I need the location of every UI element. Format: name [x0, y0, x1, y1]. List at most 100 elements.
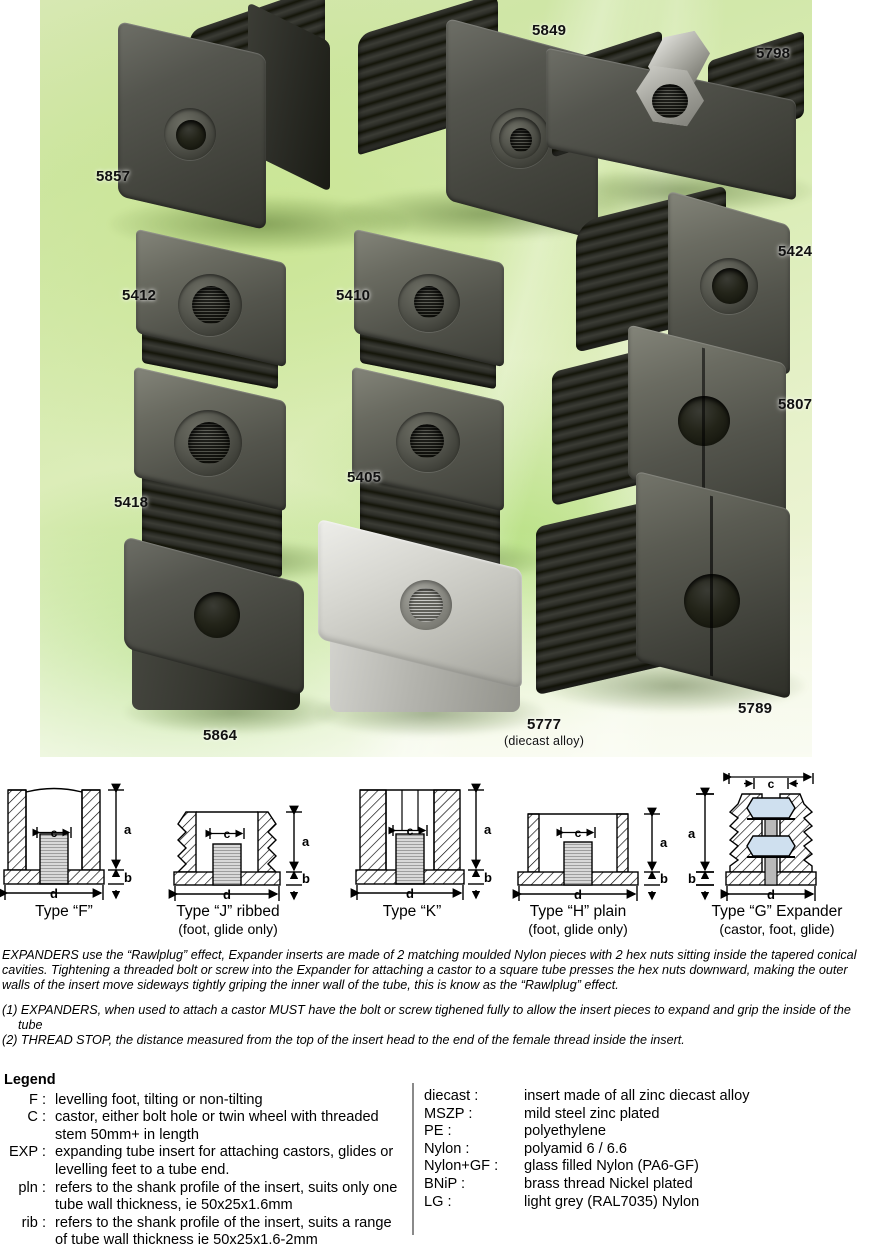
part-code-note: (diecast alloy)	[504, 734, 585, 748]
note-2-text: THREAD STOP, the distance measured from …	[20, 1033, 685, 1048]
part-code: 5410	[336, 287, 371, 304]
part-label-5857: 5857	[96, 168, 130, 185]
part-code: 5405	[347, 469, 382, 486]
svg-text:a: a	[660, 835, 668, 850]
diagram-type-h: c d a b	[512, 807, 668, 902]
legend-term: PE :	[424, 1123, 452, 1140]
product-5864	[118, 535, 328, 726]
part-code: 5418	[114, 494, 149, 511]
legend-definition: levelling foot, tilting or non-tilting	[55, 1091, 263, 1108]
product-5789	[536, 470, 806, 710]
svg-text:c: c	[51, 826, 58, 840]
product-5807	[552, 324, 802, 520]
svg-text:b: b	[484, 870, 492, 885]
legend-term: diecast :	[424, 1088, 479, 1104]
legend-item-c: C : castor, either bolt hole or twin whe…	[4, 1109, 404, 1144]
caption-text: Type “H” plain	[529, 903, 627, 920]
legend-definition: insert made of all zinc diecast alloy	[524, 1088, 750, 1104]
explanatory-notes: EXPANDERS use the “Rawlplug” effect, Exp…	[2, 948, 868, 1048]
legend-term: BNiP :	[424, 1175, 466, 1192]
part-label-5789: 5789	[738, 700, 772, 717]
legend-column-left: Legend F : levelling foot, tilting or no…	[4, 1072, 404, 1250]
legend-term: pln :	[18, 1179, 46, 1196]
legend-item-nylon-gf: Nylon+GF : glass filled Nylon (PA6-GF)	[424, 1158, 870, 1176]
svg-text:a: a	[302, 834, 310, 849]
legend-definition: refers to the shank profile of the inser…	[55, 1214, 392, 1249]
legend-item-bnip: BNiP : brass thread Nickel plated	[424, 1176, 870, 1194]
legend-item-diecast: diecast : insert made of all zinc diecas…	[424, 1088, 870, 1106]
caption-text: Type “K”	[382, 903, 442, 920]
caption-text: Type “G” Expander	[711, 903, 843, 920]
legend-item-exp: EXP : expanding tube insert for attachin…	[4, 1144, 404, 1179]
legend-definition: mild steel zinc plated	[524, 1105, 660, 1122]
diagram-type-j: c d a b	[168, 805, 310, 902]
svg-text:d: d	[223, 887, 231, 902]
part-label-5849: 5849	[532, 22, 566, 39]
svg-text:d: d	[50, 886, 58, 901]
legend-item-rib: rib : refers to the shank profile of the…	[4, 1215, 404, 1250]
svg-text:c: c	[224, 827, 231, 841]
product-5777	[312, 518, 552, 730]
svg-text:c: c	[407, 824, 414, 838]
svg-text:a: a	[484, 822, 492, 837]
part-code: 5857	[96, 168, 131, 185]
split-line	[710, 495, 713, 677]
svg-text:d: d	[574, 887, 582, 902]
part-code: 5807	[778, 396, 812, 413]
legend-term: EXP :	[8, 1144, 46, 1161]
svg-text:a: a	[124, 822, 132, 837]
legend-term: C :	[27, 1109, 46, 1126]
legend-term: LG :	[424, 1193, 452, 1210]
diagram-type-f: c d a b	[0, 783, 132, 901]
product-5418	[128, 366, 308, 578]
product-5849	[338, 0, 628, 241]
part-code: 5864	[203, 727, 238, 744]
part-label-5412: 5412	[122, 287, 156, 304]
note-1: (1) EXPANDERS, when used to attach a cas…	[2, 1003, 868, 1033]
technical-diagrams: c d a b	[0, 770, 870, 950]
legend-item-pln: pln : refers to the shank profile of the…	[4, 1180, 404, 1215]
legend-item-lg: LG : light grey (RAL7035) Nylon	[424, 1194, 870, 1212]
part-label-5864: 5864	[203, 727, 237, 744]
legend-item-pe: PE : polyethylene	[424, 1123, 870, 1141]
legend-definition: polyethylene	[524, 1123, 606, 1140]
caption-subtext: (foot, glide only)	[178, 921, 278, 937]
legend-title: Legend	[4, 1072, 56, 1088]
product-photograph: 5857 5849 5798 5412	[40, 0, 812, 757]
part-label-5405: 5405	[347, 469, 381, 486]
part-label-5807: 5807	[778, 396, 812, 413]
part-label-5798: 5798	[756, 45, 790, 62]
svg-text:b: b	[124, 870, 132, 885]
legend-definition: brass thread Nickel plated	[524, 1175, 693, 1192]
expanders-paragraph: EXPANDERS use the “Rawlplug” effect, Exp…	[2, 948, 857, 993]
svg-text:b: b	[660, 871, 668, 886]
part-label-5777: 5777 (diecast alloy)	[504, 716, 584, 748]
caption-subtext: (foot, glide only)	[528, 921, 628, 937]
part-label-5424: 5424	[778, 243, 812, 260]
part-code: 5789	[738, 700, 773, 717]
legend-column-right: diecast : insert made of all zinc diecas…	[424, 1088, 870, 1211]
legend-item-f: F : levelling foot, tilting or non-tilti…	[4, 1092, 404, 1110]
legend-term: Nylon+GF :	[424, 1158, 499, 1175]
diagram-type-g: c d a b	[688, 772, 817, 902]
legend-definition: glass filled Nylon (PA6-GF)	[524, 1158, 699, 1175]
split-line	[702, 347, 705, 495]
svg-text:b: b	[302, 871, 310, 886]
caption-text: Type “F”	[35, 903, 93, 920]
legend-term: F :	[28, 1091, 46, 1108]
note-2-number: (2)	[2, 1033, 18, 1048]
note-2: (2) THREAD STOP, the distance measured f…	[2, 1033, 868, 1048]
product-5410	[348, 228, 518, 390]
legend-item-nylon: Nylon : polyamid 6 / 6.6	[424, 1141, 870, 1159]
part-label-5410: 5410	[336, 287, 370, 304]
part-code: 5849	[532, 22, 567, 39]
product-5412	[130, 228, 300, 390]
legend-term: Nylon :	[424, 1140, 470, 1157]
svg-text:c: c	[768, 777, 775, 791]
legend-definition: light grey (RAL7035) Nylon	[524, 1193, 700, 1210]
part-label-5418: 5418	[114, 494, 148, 511]
legend-definition: refers to the shank profile of the inser…	[55, 1179, 398, 1214]
svg-text:d: d	[767, 887, 775, 902]
product-5405	[346, 366, 526, 578]
part-code: 5798	[756, 45, 791, 62]
